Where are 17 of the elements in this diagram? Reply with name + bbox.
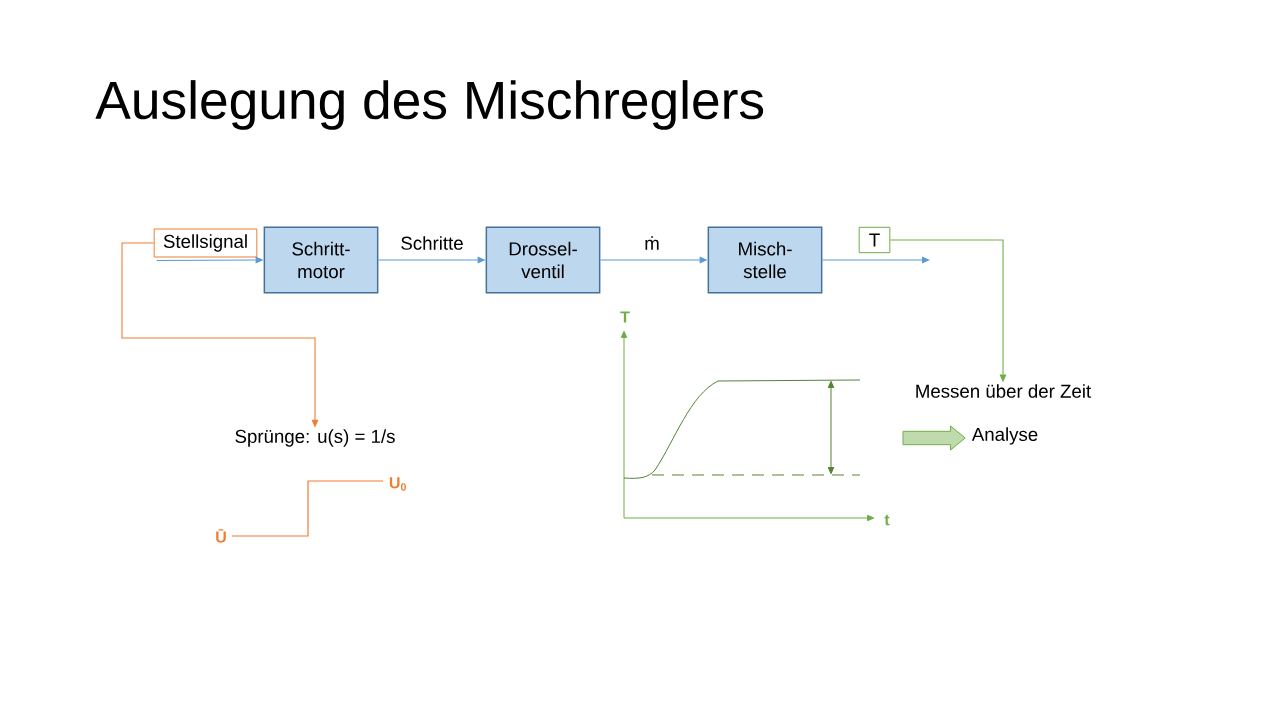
slide-title: Auslegung des Mischreglers (95, 80, 764, 130)
arrow (821, 256, 930, 264)
text-label: Analyse (971, 427, 1038, 445)
signal-box: T (858, 226, 891, 254)
level-label: U$_{0}$ (389, 477, 406, 491)
text-label: Sprünge: u(s) = 1/s (235, 429, 395, 447)
edge-label: Schritte (399, 234, 465, 252)
signal-box: Stellsignal (153, 228, 258, 258)
level-label: Ū (216, 529, 226, 543)
text-label: Messen über der Zeit (916, 384, 1092, 398)
process-box: Drossel- ventil (485, 226, 601, 294)
process-box: Schritt- motor (263, 226, 379, 294)
edge-label: ṁ (642, 234, 662, 252)
axis-label: t (884, 514, 890, 526)
process-box: Misch- stelle (707, 226, 823, 294)
block-arrow (902, 425, 966, 451)
axis-label: T (620, 311, 630, 323)
